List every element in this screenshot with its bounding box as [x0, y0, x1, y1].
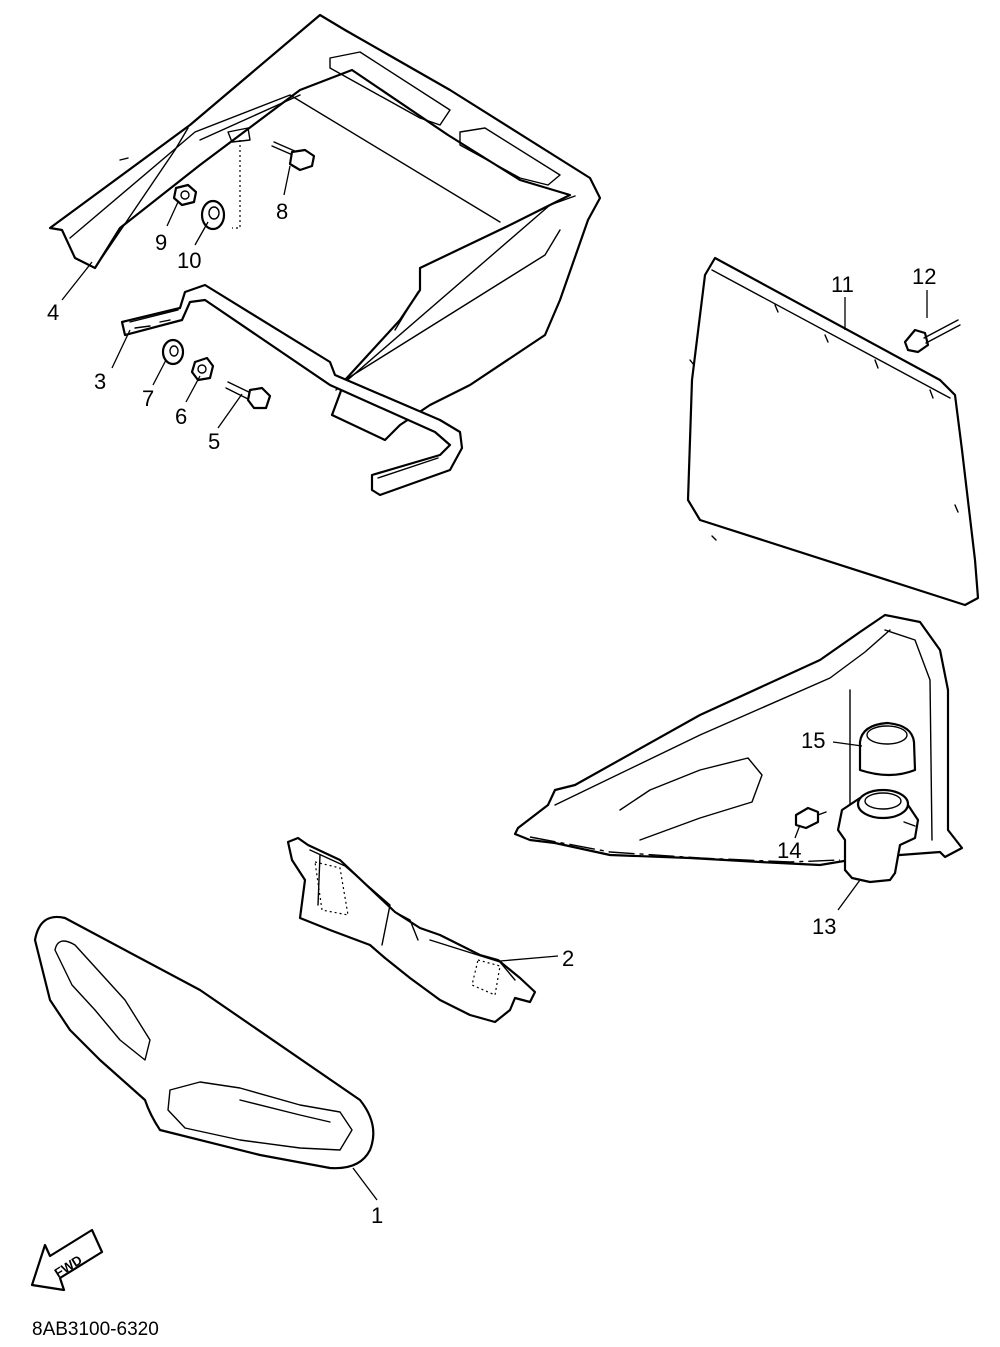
leader-lines: [61, 165, 928, 1201]
bulb-15: [858, 721, 917, 777]
bolt-5: [225, 381, 272, 410]
callout-5: 5: [208, 429, 220, 454]
panel-sheet: [686, 256, 980, 607]
callout-8: 8: [276, 199, 288, 224]
callout-10: 10: [177, 248, 201, 273]
diagram-code: 8AB3100-6320: [32, 1319, 159, 1340]
screw-14: [794, 806, 827, 830]
nut-9: [172, 183, 198, 207]
callout-12: 12: [912, 264, 936, 289]
stay-bracket: [120, 283, 464, 497]
callout-13: 13: [812, 914, 836, 939]
callout-15: 15: [801, 728, 825, 753]
callout-14: 14: [777, 838, 801, 863]
rivet-12: [903, 319, 961, 354]
callout-1: 1: [371, 1203, 383, 1228]
washer-10: [200, 199, 226, 231]
callout-2: 2: [562, 946, 574, 971]
callout-6: 6: [175, 404, 187, 429]
washer-7: [161, 338, 185, 366]
fwd-arrow-icon: FWD: [30, 1228, 104, 1292]
bolt-8: [271, 141, 316, 172]
callout-11: 11: [831, 272, 854, 297]
callout-4: 4: [47, 300, 59, 325]
callout-9: 9: [155, 230, 167, 255]
dashed-assembly-line: [232, 140, 241, 229]
reflector-bracket: [286, 836, 537, 1024]
nut-6: [190, 356, 215, 382]
bulb-socket-13: [836, 788, 920, 884]
lens-cover: [33, 915, 375, 1170]
callout-3: 3: [94, 369, 106, 394]
lamp-housing: [513, 613, 964, 867]
callout-labels: 1 2 3 4 5 6 7 8 9 10 11 12 13 14 15: [47, 199, 936, 1228]
callout-7: 7: [142, 386, 154, 411]
